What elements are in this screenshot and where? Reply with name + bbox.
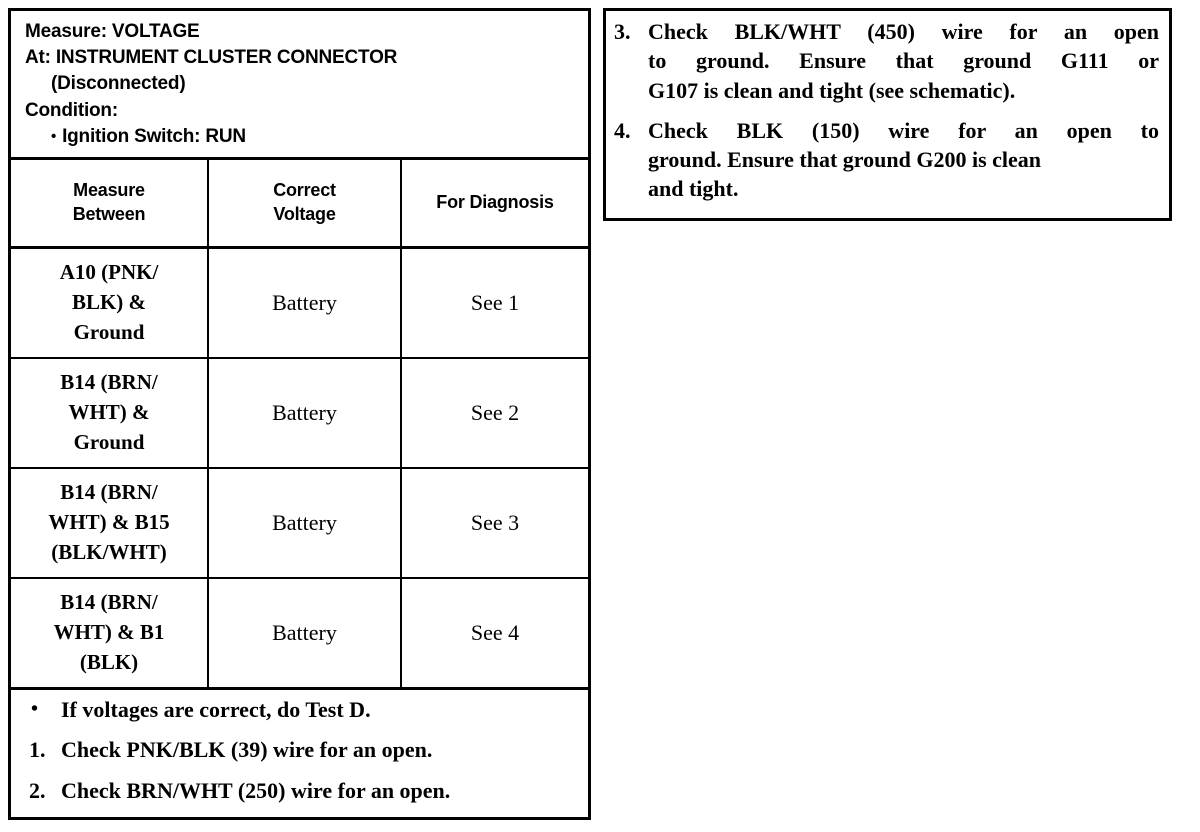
note-line: and tight.: [648, 176, 739, 202]
col-head-line1: For Diagnosis: [436, 192, 554, 213]
table-row: B14 (BRN/ WHT) & B15 (BLK/WHT) Battery S…: [11, 468, 588, 580]
left-footnotes-list: • If voltages are correct, do Test D. 1.…: [11, 690, 588, 818]
condition-label: Condition:: [25, 99, 118, 121]
note-line: Check BLK/WHT (450) wire for an open: [648, 19, 1159, 44]
note-line: Check BLK (150) wire for an open to: [648, 117, 1159, 143]
note-text: Check BRN/WHT (250) wire for an open.: [61, 777, 451, 803]
voltage-measurement-table: Measure Between Correct Voltage For Diag…: [11, 160, 588, 691]
cell-for-diagnosis: See 1: [401, 247, 588, 360]
at-label: At: INSTRUMENT CLUSTER CONNECTOR: [25, 47, 398, 69]
condition-item-row: • Ignition Switch: RUN: [25, 124, 588, 150]
note-line: G107 is clean and tight (see schematic).: [648, 77, 1016, 103]
table-row: B14 (BRN/ WHT) & Ground Battery See 2: [11, 358, 588, 470]
cell-line: Ground: [73, 320, 145, 344]
column-header-measure-between: Measure Between: [11, 160, 209, 250]
note-text: Check BLK (150) wire for an open to grou…: [648, 116, 1159, 204]
column-header-for-diagnosis: For Diagnosis: [401, 160, 588, 250]
cell-correct-voltage: Battery: [208, 358, 402, 470]
measure-label: Measure: VOLTAGE: [25, 21, 200, 42]
cell-for-diagnosis: See 3: [401, 468, 588, 580]
col-head-line2: Between: [72, 204, 146, 225]
measure-conditions-header: Measure: VOLTAGE At: INSTRUMENT CLUSTER …: [11, 11, 588, 161]
list-item: 2. Check BRN/WHT (250) wire for an open.: [21, 778, 578, 804]
cell-line: WHT) &: [68, 400, 150, 425]
bullet-icon: •: [31, 698, 39, 721]
cell-measure-between: B14 (BRN/ WHT) & Ground: [11, 358, 209, 470]
note-text: Check PNK/BLK (39) wire for an open.: [61, 737, 433, 763]
col-head-line2: Voltage: [273, 204, 336, 225]
cell-line: A10 (PNK/: [59, 260, 159, 285]
list-item: 4. Check BLK (150) wire for an open to g…: [614, 116, 1159, 204]
cell-line: WHT) & B1: [53, 620, 165, 645]
note-text: Check BLK/WHT (450) wire for an open to …: [648, 17, 1159, 105]
at-sublabel: (Disconnected): [51, 73, 186, 95]
list-marker: 3.: [614, 19, 631, 44]
list-item: • If voltages are correct, do Test D.: [21, 697, 578, 723]
cell-line: WHT) & B15: [48, 510, 170, 535]
cell-line: Ground: [73, 430, 145, 454]
condition-item-label: Ignition Switch: RUN: [62, 125, 246, 147]
table-header-row: Measure Between Correct Voltage For Diag…: [11, 160, 588, 250]
cell-line: B14 (BRN/: [60, 370, 158, 395]
note-text: If voltages are correct, do Test D.: [61, 697, 371, 723]
list-marker: 1.: [29, 737, 46, 763]
cell-measure-between: A10 (PNK/ BLK) & Ground: [11, 247, 209, 360]
list-item: 1. Check PNK/BLK (39) wire for an open.: [21, 737, 578, 763]
cell-correct-voltage: Battery: [208, 468, 402, 580]
cell-line: BLK) &: [71, 290, 147, 315]
table-row: B14 (BRN/ WHT) & B1 (BLK) Battery See 4: [11, 578, 588, 691]
cell-line: B14 (BRN/: [60, 480, 158, 505]
cell-correct-voltage: Battery: [208, 578, 402, 691]
column-header-correct-voltage: Correct Voltage: [208, 160, 402, 250]
list-item: 3. Check BLK/WHT (450) wire for an open …: [614, 17, 1159, 105]
cell-line: (BLK/WHT): [51, 540, 167, 564]
note-line: ground. Ensure that ground G200 is clean: [648, 147, 1042, 172]
bullet-icon: •: [51, 127, 57, 145]
table-row: A10 (PNK/ BLK) & Ground Battery See 1: [11, 247, 588, 360]
cell-line: (BLK): [79, 650, 139, 674]
cell-measure-between: B14 (BRN/ WHT) & B1 (BLK): [11, 578, 209, 691]
note-line: to ground. Ensure that ground G111 or: [648, 48, 1159, 74]
cell-for-diagnosis: See 4: [401, 578, 588, 691]
cell-for-diagnosis: See 2: [401, 358, 588, 470]
cell-line: B14 (BRN/: [60, 590, 158, 615]
cell-measure-between: B14 (BRN/ WHT) & B15 (BLK/WHT): [11, 468, 209, 580]
list-marker: 2.: [29, 777, 46, 803]
cell-correct-voltage: Battery: [208, 247, 402, 360]
list-marker: 4.: [614, 117, 631, 143]
col-head-line1: Measure: [73, 180, 145, 201]
col-head-line1: Correct: [273, 180, 336, 201]
measure-test-panel: Measure: VOLTAGE At: INSTRUMENT CLUSTER …: [8, 8, 591, 820]
diagnosis-notes-panel: 3. Check BLK/WHT (450) wire for an open …: [603, 8, 1172, 221]
